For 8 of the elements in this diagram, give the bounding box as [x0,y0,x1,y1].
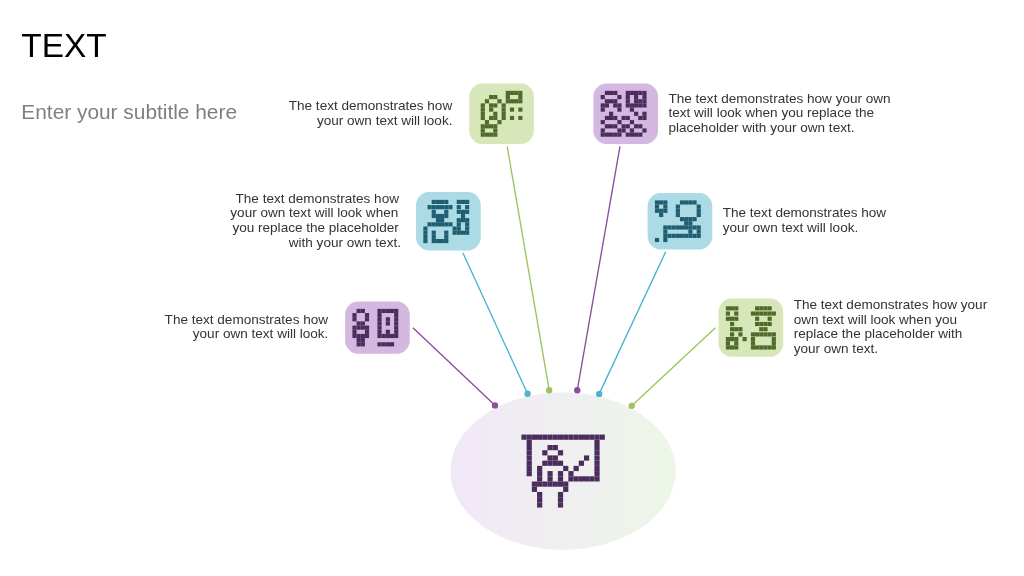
node-label: The text demonstrates how your own text will look. [288,98,453,128]
node-label: The text demonstrates how your own text will look when you replace the placeholder with your own text. [793,297,988,357]
node-label: The text demonstrates how your own text will look. [164,311,329,342]
node-label: The text demonstrates how your own text will look. [722,205,887,236]
label: Enter your subtitle here [21,100,237,124]
node-label: The text demonstrates how your own text will look when you replace the placeholder with your own text. [230,190,401,250]
node-label: The text demonstrates how your own text will look when you replace the placeholder with your own text. [668,90,891,135]
diagram-title: TEXT [21,27,107,65]
